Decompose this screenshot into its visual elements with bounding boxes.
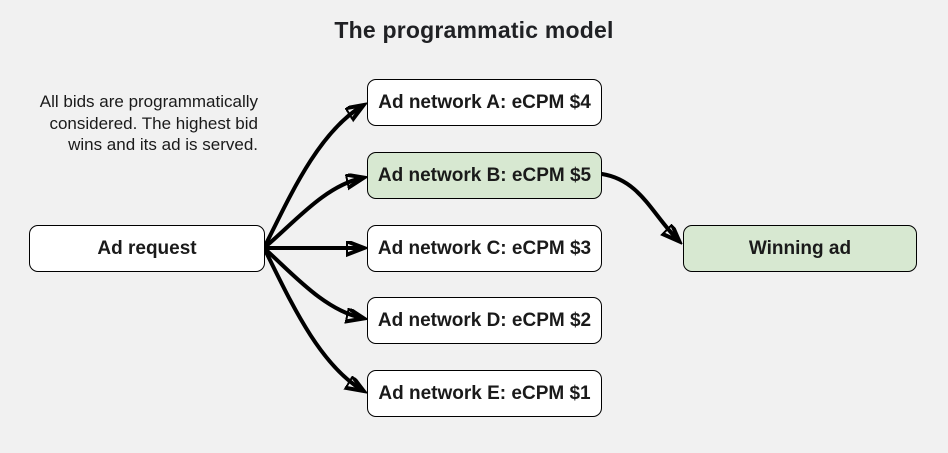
arrow-request-to-network-b (263, 178, 362, 249)
node-winning-ad: Winning ad (683, 225, 917, 272)
arrow-request-to-network-a (263, 106, 362, 248)
diagram-title: The programmatic model (334, 17, 614, 43)
node-network-a: Ad network A: eCPM $4 (367, 79, 602, 126)
description-text: All bids are programmatically considered… (8, 91, 258, 156)
description-line-3: wins and its ad is served. (68, 135, 258, 155)
description-line-1: All bids are programmatically (39, 92, 258, 111)
node-network-b-label: Ad network B: eCPM $5 (377, 164, 592, 186)
arrow-request-to-network-d (263, 247, 362, 318)
node-ad-request: Ad request (29, 225, 265, 272)
node-network-d-label: Ad network D: eCPM $2 (377, 309, 592, 331)
node-network-d: Ad network D: eCPM $2 (367, 297, 602, 344)
arrow-request-to-network-e (263, 248, 362, 390)
node-network-b: Ad network B: eCPM $5 (367, 152, 602, 199)
node-network-e-label: Ad network E: eCPM $1 (378, 382, 591, 404)
node-network-c: Ad network C: eCPM $3 (367, 225, 602, 272)
node-network-c-label: Ad network C: eCPM $3 (377, 237, 592, 259)
node-network-e: Ad network E: eCPM $1 (367, 370, 602, 417)
arrow-network-b-to-winning-ad (600, 172, 678, 240)
node-network-a-label: Ad network A: eCPM $4 (378, 91, 591, 113)
node-ad-request-label: Ad request (97, 237, 197, 259)
node-winning-ad-label: Winning ad (748, 237, 852, 259)
description-line-2: considered. The highest bid (49, 113, 258, 133)
